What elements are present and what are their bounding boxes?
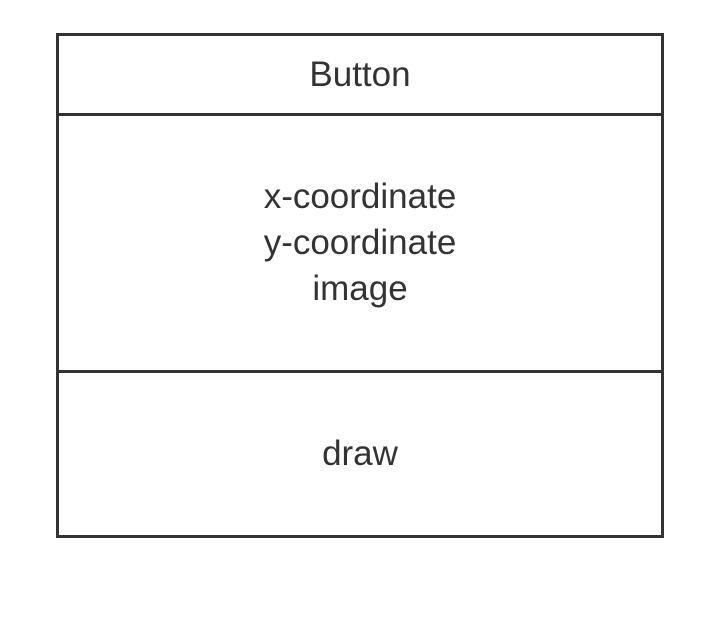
attribute-image: image <box>312 269 408 308</box>
methods-section: draw <box>59 373 661 535</box>
attribute-x-coordinate: x-coordinate <box>263 177 457 216</box>
attribute-y-coordinate: y-coordinate <box>263 223 457 262</box>
method-draw: draw <box>322 434 398 473</box>
uml-class-box: Button x-coordinate y-coordinate image d… <box>56 33 664 538</box>
class-name-section: Button <box>59 36 661 116</box>
class-name: Button <box>309 54 411 94</box>
attributes-section: x-coordinate y-coordinate image <box>59 116 661 373</box>
